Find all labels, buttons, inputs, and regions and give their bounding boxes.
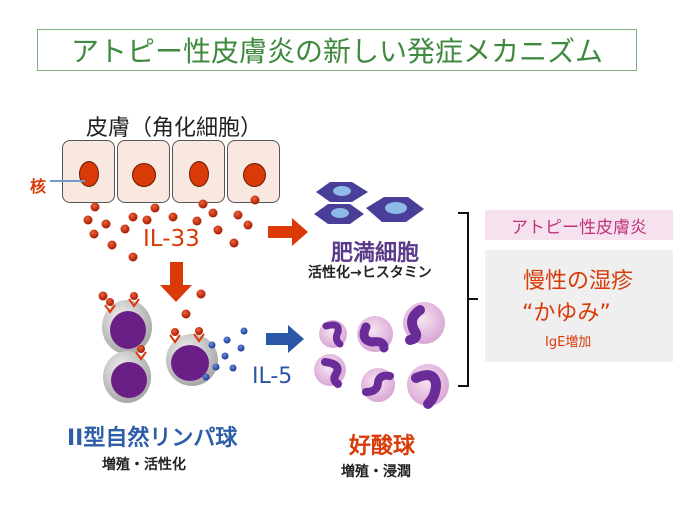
eosinophil (357, 316, 393, 353)
il33-dot (198, 199, 208, 209)
ilc2-subtext: 増殖・活性化 (102, 457, 186, 473)
ilc2-cells (102, 292, 218, 403)
il33-dot (233, 210, 243, 220)
eosinophil (403, 302, 445, 345)
arrow-right-red (268, 218, 308, 246)
bracket (458, 212, 478, 387)
il33-dot (243, 220, 253, 230)
receptor (169, 328, 181, 344)
il33-dot (90, 202, 100, 212)
ilc2-cell (102, 300, 152, 354)
il5-dot (229, 364, 237, 372)
mast-cell (314, 204, 364, 224)
receptor (104, 298, 116, 314)
il33-particles (83, 195, 260, 319)
ilc2-label: II型自然リンパ球 (67, 426, 238, 451)
page-title: アトピー性皮膚炎の新しい発症メカニズム (70, 35, 603, 68)
ilc2-cell (103, 351, 151, 403)
receptor (193, 327, 205, 343)
arrow-down-red (160, 262, 192, 302)
il33-dot (168, 212, 178, 222)
il5-dot (223, 336, 231, 344)
il33-dot (101, 219, 111, 229)
il33-dot (128, 212, 138, 222)
il33-dot (250, 195, 260, 205)
il5-particles (202, 327, 248, 381)
il5-dot (208, 341, 216, 349)
title-box: アトピー性皮膚炎の新しい発症メカニズム (37, 29, 637, 71)
outcome-symptoms-box (485, 250, 673, 362)
eosinophil (314, 354, 346, 388)
mast-cell-label: 肥満細胞 (331, 241, 420, 266)
mast-cell (366, 197, 424, 222)
eosinophils (314, 302, 449, 409)
arrow-right-blue (266, 325, 304, 353)
il5-dot (212, 363, 220, 371)
symptom-itch: “かゆみ” (522, 301, 611, 326)
il33-dot (150, 203, 160, 213)
il5-dot (202, 373, 210, 381)
mast-cell (316, 182, 368, 202)
symptom-ige-increase: IgE増加 (545, 335, 592, 350)
il5-label: IL-5 (252, 364, 293, 389)
il33-dot (128, 252, 138, 262)
il33-label: IL-33 (143, 226, 200, 252)
outcome-header: アトピー性皮膚炎 (511, 217, 647, 238)
receptor (135, 345, 147, 361)
il33-dot (181, 309, 191, 319)
il33-dot (229, 238, 239, 248)
il33-dot (89, 229, 99, 239)
nucleus (189, 161, 209, 187)
eosinophil (319, 320, 347, 348)
eosinophil (407, 364, 449, 409)
eosinophil (361, 368, 395, 402)
nucleus-label: 核 (30, 177, 47, 196)
il33-dot (213, 225, 223, 235)
il5-dot (240, 327, 248, 335)
nucleus-pointer-line (50, 180, 85, 182)
outcome-header-box: アトピー性皮膚炎 (485, 210, 673, 240)
keratinocyte-cell (172, 140, 225, 203)
skin-label: 皮膚（角化細胞） (86, 116, 263, 141)
il5-dot (221, 352, 229, 360)
il33-dot (98, 291, 108, 301)
receptor (128, 292, 140, 308)
keratinocyte-cell (227, 140, 280, 203)
mast-cells (314, 182, 424, 224)
il33-dot (120, 224, 130, 234)
il33-dot (142, 215, 152, 225)
mast-cell-subtext: 活性化→ヒスタミン (308, 265, 432, 281)
keratinocyte-cell (117, 140, 170, 203)
nucleus (132, 163, 156, 187)
il33-dot (196, 289, 206, 299)
il33-dot (83, 215, 93, 225)
ilc2-cell (166, 334, 218, 386)
nucleus (243, 163, 266, 187)
il33-dot (107, 240, 117, 250)
eosinophil-label: 好酸球 (349, 434, 416, 459)
il33-dot (192, 216, 202, 226)
symptom-chronic-eczema: 慢性の湿疹 (523, 269, 634, 294)
il33-dot (208, 208, 218, 218)
il5-dot (237, 344, 245, 352)
eosinophil-subtext: 増殖・浸潤 (341, 464, 411, 480)
